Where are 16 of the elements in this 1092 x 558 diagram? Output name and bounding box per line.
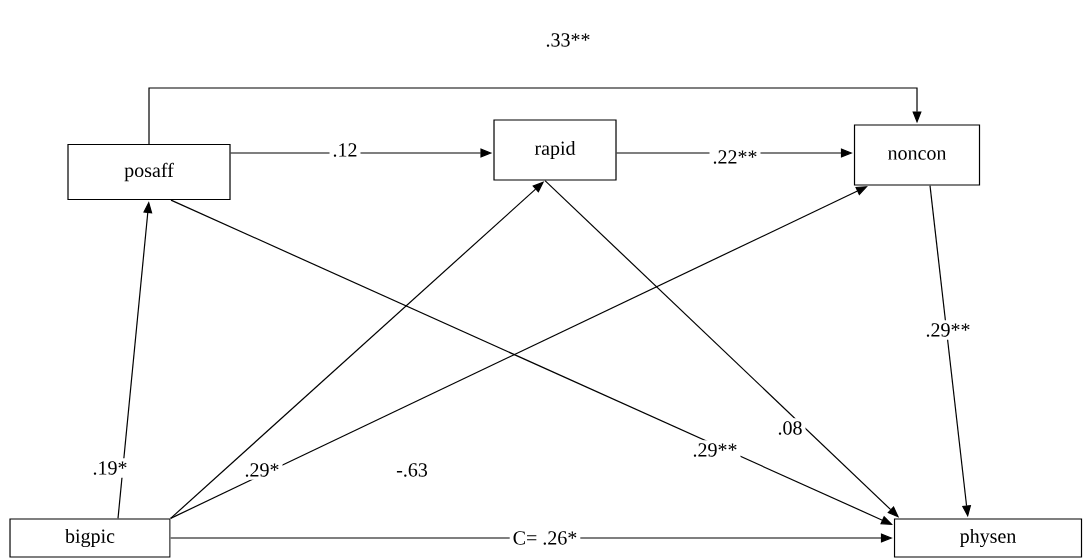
variable-box: rapid: [493, 119, 617, 181]
variable-box: posaff: [67, 143, 231, 201]
path-coefficient: C= .26*: [509, 528, 581, 548]
path-coefficient: .29**: [689, 440, 741, 460]
path-coefficient: .12: [329, 140, 361, 160]
path-coefficient: .22**: [709, 147, 761, 167]
variable-box: physen: [893, 518, 1083, 558]
arrow: [148, 87, 922, 145]
path-coefficient: -.63: [393, 460, 431, 480]
path-coefficient: .08: [774, 418, 806, 438]
variable-box: bigpic: [9, 518, 171, 558]
path-coefficient: .29*: [241, 460, 283, 480]
path-coefficient: .29**: [922, 320, 974, 340]
path-coefficient: .33**: [542, 30, 594, 50]
path-coefficient: .19*: [89, 458, 131, 478]
variable-box: noncon: [853, 124, 981, 186]
